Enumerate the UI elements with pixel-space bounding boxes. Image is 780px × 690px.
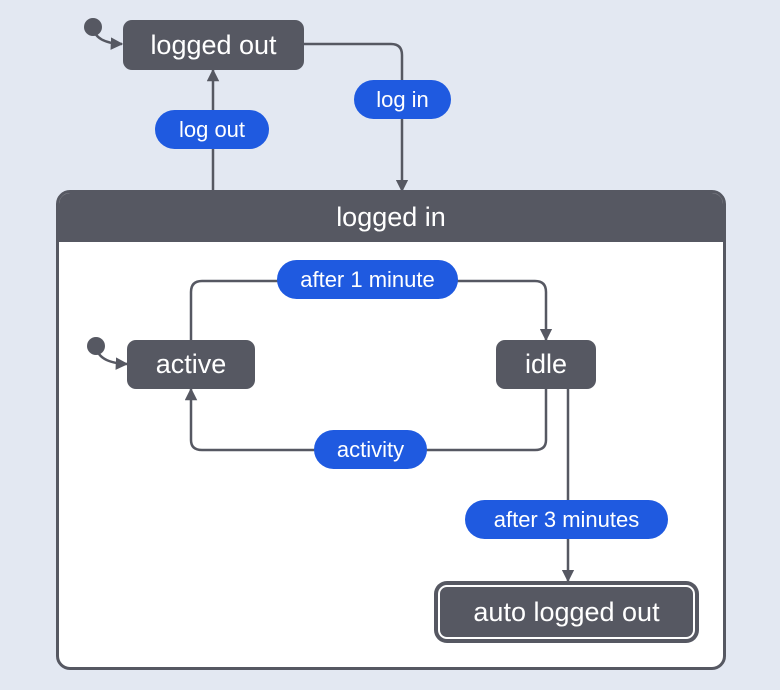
- state-active-label: active: [155, 349, 227, 379]
- state-auto-logged-out-label: auto logged out: [438, 585, 695, 639]
- state-idle-label: idle: [524, 349, 568, 379]
- state-idle[interactable]: idle: [496, 340, 596, 389]
- event-activity[interactable]: activity: [314, 430, 427, 469]
- state-logged-out[interactable]: logged out: [123, 20, 304, 70]
- state-active[interactable]: active: [127, 340, 255, 389]
- event-after-3-minutes[interactable]: after 3 minutes: [465, 500, 668, 539]
- state-logged-out-label: logged out: [150, 29, 277, 60]
- initial-arrow-logged-out: [91, 26, 124, 50]
- state-auto-logged-out[interactable]: auto logged out: [434, 581, 699, 643]
- event-after-1-minute[interactable]: after 1 minute: [277, 260, 458, 299]
- state-logged-in-label: logged in: [59, 193, 723, 242]
- event-log-in[interactable]: log in: [354, 80, 451, 119]
- initial-dot-logged-out: [84, 18, 102, 36]
- event-log-out[interactable]: log out: [155, 110, 269, 149]
